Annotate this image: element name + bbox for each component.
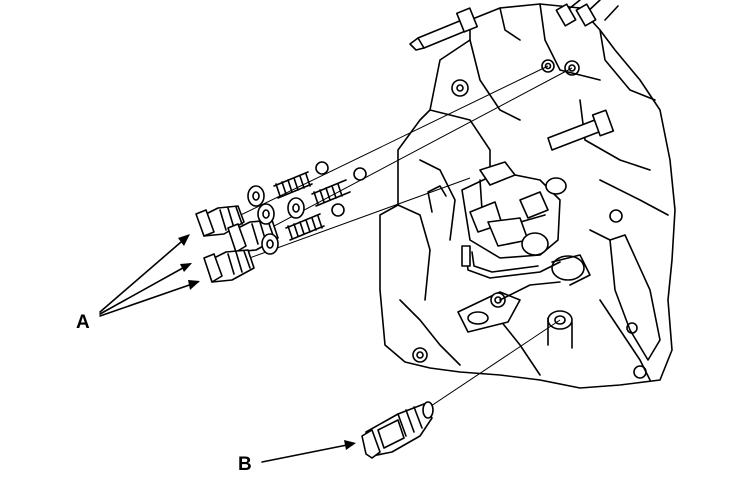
bolt-lower [203,249,255,283]
spring-lower [285,213,325,241]
washer [257,203,275,225]
exploded-parts [195,161,367,283]
transmission-housing [379,0,676,389]
callout-a-label: A [76,312,90,333]
washer [261,233,279,255]
check-ball [315,161,329,175]
callout-b-label: B [238,454,252,475]
spring-middle [311,179,351,207]
washer [247,185,265,207]
spring-upper [273,171,313,199]
sensor-switch [361,401,434,459]
washer [287,197,305,219]
check-ball [353,167,367,181]
check-ball [331,203,345,217]
callout-b: B [238,440,356,475]
callout-a: A [76,234,200,333]
solenoid-valve-cluster [427,161,591,349]
